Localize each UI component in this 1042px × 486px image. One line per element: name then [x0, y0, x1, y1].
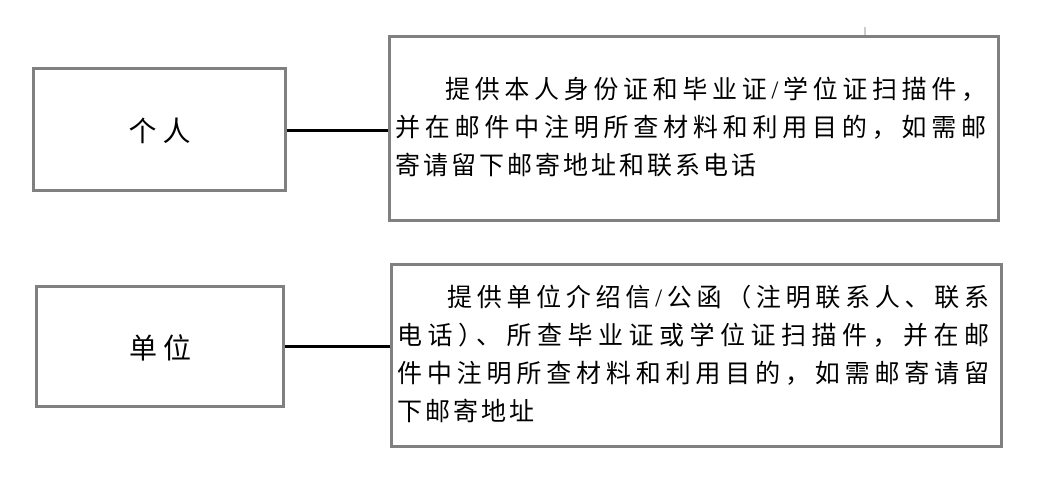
node-unit-label: 单位	[128, 333, 197, 365]
description-line: 提供本人身份证和毕业证/学位证扫描件，	[445, 76, 989, 104]
node-unit: 单位	[35, 285, 285, 408]
node-unit-requirements: 提供单位介绍信/公函（注明联系人、联系 电话）、所查毕业证或学位证扫描件，并在邮…	[390, 263, 1003, 448]
description-line: 件中注明所查材料和利用目的，如需邮寄请留	[397, 360, 992, 388]
description-line: 提供单位介绍信/公函（注明联系人、联系	[447, 284, 992, 312]
node-individual: 个人	[32, 67, 287, 192]
connector-line-unit	[285, 345, 390, 348]
description-line: 寄请留下邮寄地址和联系电话	[395, 152, 760, 180]
description-line: 电话）、所查毕业证或学位证扫描件，并在邮	[397, 322, 992, 350]
description-line: 下邮寄地址	[397, 398, 538, 426]
node-individual-requirements: 提供本人身份证和毕业证/学位证扫描件， 并在邮件中注明所查材料和利用目的，如需邮…	[388, 35, 1000, 222]
description-line: 并在邮件中注明所查材料和利用目的，如需邮	[395, 114, 989, 142]
stray-mark	[864, 27, 866, 38]
connector-line-individual	[287, 129, 388, 132]
node-individual-label: 个人	[128, 116, 197, 148]
